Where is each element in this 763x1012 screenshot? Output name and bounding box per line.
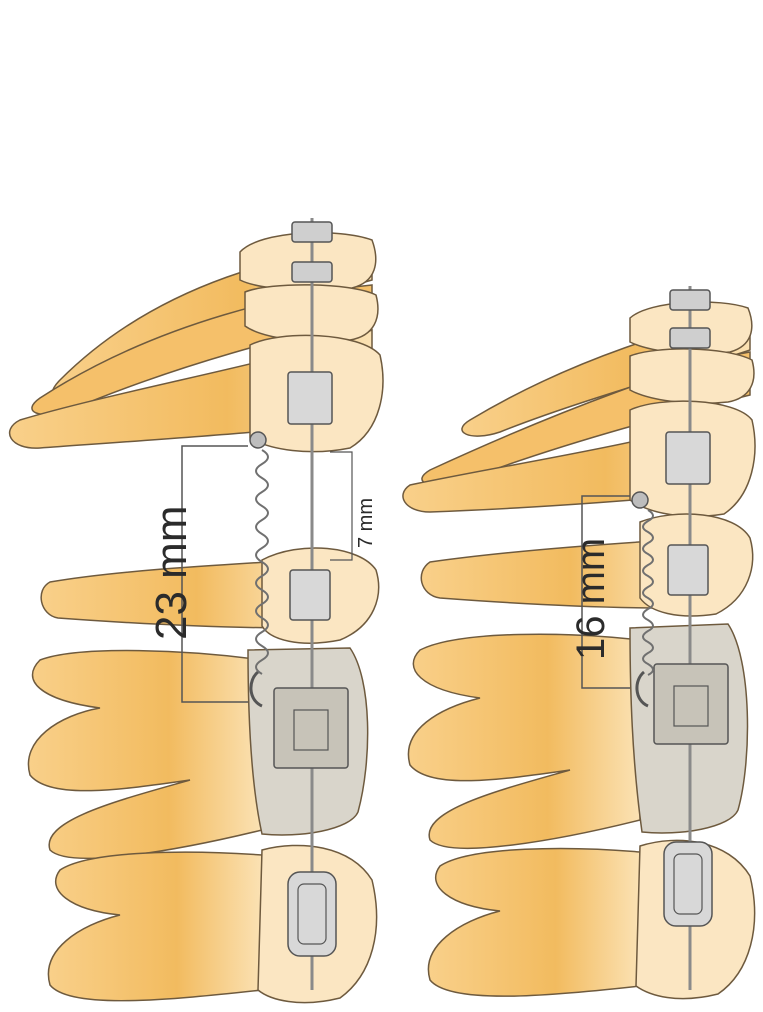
right-incisor-bracket-2 <box>670 328 710 348</box>
right-incisor-crown-2 <box>630 349 754 403</box>
left-spring-length-label: 23 mm <box>147 506 196 640</box>
right-premolar-root <box>421 540 670 608</box>
right-molar1-bracket <box>654 664 728 744</box>
right-spring-length-label: 16 mm <box>569 538 613 660</box>
left-dimension-bracket-7mm <box>330 452 352 560</box>
left-incisor-bracket-2 <box>292 262 332 282</box>
right-premolar-bracket <box>668 545 708 595</box>
right-incisor-bracket-1 <box>670 290 710 310</box>
left-molar1-bracket <box>274 688 348 768</box>
left-arch: 23 mm 7 mm <box>10 218 383 1003</box>
left-canine-bracket <box>288 372 332 424</box>
left-molar2-roots <box>48 852 262 1000</box>
right-molar2-roots <box>428 849 640 997</box>
left-gap-label: 7 mm <box>355 498 377 548</box>
left-premolar-bracket <box>290 570 330 620</box>
right-molar1-roots <box>408 634 640 848</box>
right-canine-bracket <box>666 432 710 484</box>
left-molar1-roots <box>28 651 262 859</box>
right-arch: 16 mm <box>403 286 755 999</box>
left-hook-top <box>250 432 266 448</box>
left-incisor-bracket-1 <box>292 222 332 242</box>
right-hook-top <box>632 492 648 508</box>
